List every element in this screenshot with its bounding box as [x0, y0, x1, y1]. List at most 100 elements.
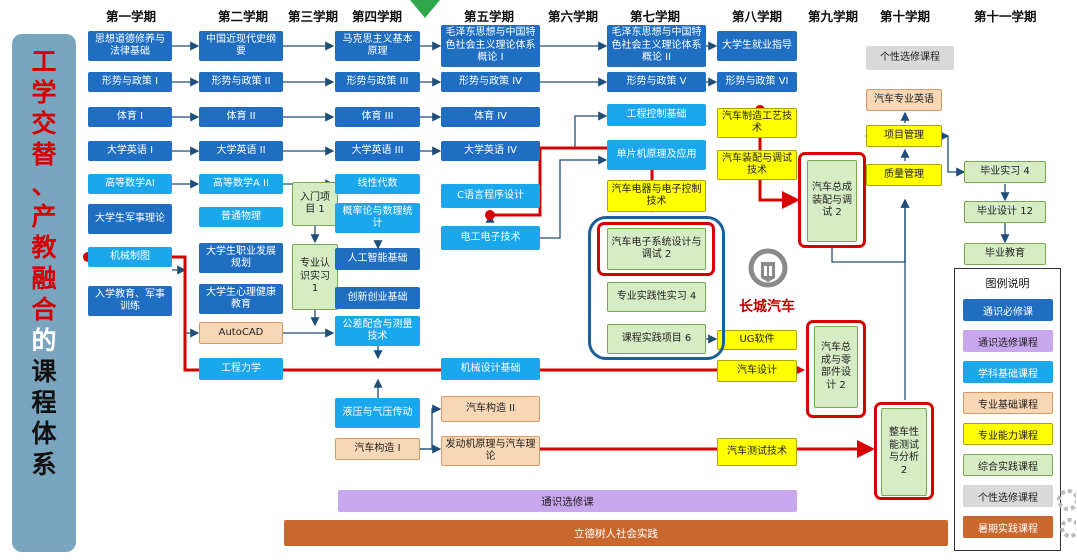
course-box[interactable]: 公差配合与测量技术	[335, 316, 420, 346]
semester-header: 第九学期	[808, 9, 859, 24]
course-box[interactable]: 体育 I	[88, 107, 172, 127]
course-box[interactable]: 入门项目 1	[292, 182, 338, 226]
course-box[interactable]: 普通物理	[199, 207, 283, 227]
course-box[interactable]: 思想道德修养与法律基础	[88, 31, 172, 61]
course-box[interactable]: 整车性能测试与分析 2	[881, 408, 927, 496]
course-box[interactable]: C语言程序设计	[441, 184, 540, 208]
course-box[interactable]: 毛泽东思想与中国特色社会主义理论体系概论 I	[441, 25, 540, 67]
legend-item: 个性选修课程	[963, 485, 1053, 507]
course-box[interactable]: 电工电子技术	[441, 226, 540, 250]
course-box[interactable]: 形势与政策 VI	[717, 72, 797, 92]
curriculum-title-panel: 工 学 交 替 、 产 教 融 合 的 课 程 体 系	[12, 34, 76, 552]
title-char: 程	[31, 388, 57, 417]
current-semester-marker-icon	[410, 0, 440, 18]
curriculum-title: 工 学 交 替 、 产 教 融 合 的 课 程 体 系	[12, 46, 76, 480]
partner-bubble	[588, 216, 725, 360]
course-box[interactable]: 形势与政策 III	[335, 72, 420, 92]
course-box[interactable]: 毛泽东思想与中国特色社会主义理论体系概论 II	[607, 25, 706, 67]
semester-header: 第七学期	[630, 9, 681, 24]
title-char: 学	[31, 78, 57, 107]
title-char: 替	[31, 140, 57, 169]
semester-header: 第十学期	[880, 9, 931, 24]
course-box[interactable]: 机械设计基础	[441, 358, 540, 380]
course-box[interactable]: 质量管理	[866, 164, 942, 186]
course-box[interactable]: 液压与气压传动	[335, 398, 420, 428]
course-box[interactable]: 工程控制基础	[607, 104, 706, 126]
semester-header: 第六学期	[548, 9, 599, 24]
course-box[interactable]: 专业实践性实习 4	[607, 282, 706, 312]
course-box[interactable]: 创新创业基础	[335, 287, 420, 309]
course-box[interactable]: 汽车装配与调试技术	[717, 150, 797, 180]
course-box[interactable]: 发动机原理与汽车理论	[441, 436, 540, 466]
semester-header: 第八学期	[732, 9, 783, 24]
course-box[interactable]: AutoCAD	[199, 322, 283, 344]
title-char: 、	[31, 171, 57, 200]
semester-header: 第二学期	[218, 9, 269, 24]
course-box[interactable]: 形势与政策 I	[88, 72, 172, 92]
course-box[interactable]: 线性代数	[335, 174, 420, 194]
course-box[interactable]: 大学生职业发展规划	[199, 243, 283, 273]
title-char: 合	[31, 295, 57, 324]
legend-item: 专业基础课程	[963, 392, 1053, 414]
partner-logo-text: 长城汽车	[739, 299, 795, 315]
course-box[interactable]: 汽车总成与零部件设计 2	[814, 326, 858, 408]
course-box[interactable]: 大学英语 I	[88, 141, 172, 161]
course-box[interactable]: 人工智能基础	[335, 248, 420, 270]
course-box[interactable]: 高等数学AI	[88, 174, 172, 194]
legend-item: 综合实践课程	[963, 454, 1053, 476]
course-box[interactable]: 汽车制造工艺技术	[717, 108, 797, 138]
legend-item: 通识必修课	[963, 299, 1053, 321]
course-box[interactable]: 中国近现代史纲要	[199, 31, 283, 61]
title-char: 教	[31, 233, 57, 262]
semester-header: 第十一学期	[974, 9, 1037, 24]
course-box[interactable]: 工程力学	[199, 358, 283, 380]
course-box[interactable]: 大学英语 III	[335, 141, 420, 161]
course-box[interactable]: 汽车构造 I	[335, 438, 420, 460]
course-box[interactable]: 体育 II	[199, 107, 283, 127]
course-box[interactable]: 专业认识实习 1	[292, 244, 338, 310]
title-char: 体	[31, 419, 57, 448]
course-box[interactable]: 汽车专业英语	[866, 89, 942, 111]
course-box[interactable]: 概率论与数理统计	[335, 203, 420, 233]
legend: 图例说明 通识必修课 通识选修课程 学科基础课程 专业基础课程 专业能力课程 综…	[954, 268, 1061, 551]
course-box[interactable]: 课程实践项目 6	[607, 324, 706, 354]
semester-header: 第四学期	[352, 9, 403, 24]
course-box[interactable]: 马克思主义基本原理	[335, 31, 420, 61]
course-box[interactable]: 大学生心理健康教育	[199, 284, 283, 314]
general-elective-bar[interactable]: 通识选修课	[338, 490, 797, 512]
course-box[interactable]: 汽车测试技术	[717, 438, 797, 466]
course-box[interactable]: 汽车构造 II	[441, 396, 540, 422]
course-box[interactable]: 大学生就业指导	[717, 31, 797, 61]
course-box[interactable]: 体育 IV	[441, 107, 540, 127]
course-box[interactable]: 大学英语 IV	[441, 141, 540, 161]
course-box[interactable]: 毕业教育	[964, 243, 1046, 265]
course-box[interactable]: 汽车电器与电子控制技术	[607, 180, 706, 212]
course-box[interactable]: 项目管理	[866, 125, 942, 147]
title-char: 系	[31, 450, 57, 479]
course-box[interactable]: 大学生军事理论	[88, 204, 172, 234]
course-box[interactable]: 大学英语 II	[199, 141, 283, 161]
legend-item: 暑期实践课程	[963, 516, 1053, 538]
legend-item: 通识选修课程	[963, 330, 1053, 352]
course-box[interactable]: 高等数学A II	[199, 174, 283, 194]
highlight-frame	[597, 222, 715, 276]
course-box[interactable]: 机械制图	[88, 247, 172, 267]
course-box[interactable]: 体育 III	[335, 107, 420, 127]
course-box[interactable]: 汽车电子系统设计与调试 2	[607, 228, 706, 270]
course-box[interactable]: 单片机原理及应用	[607, 140, 706, 170]
semester-header: 第三学期	[288, 9, 339, 24]
course-box[interactable]: 汽车总成装配与调试 2	[807, 160, 857, 242]
semester-header: 第五学期	[464, 9, 515, 24]
legend-item: 学科基础课程	[963, 361, 1053, 383]
course-box[interactable]: UG软件	[717, 330, 797, 350]
great-wall-logo-icon	[748, 248, 788, 288]
course-box[interactable]: 毕业设计 12	[964, 201, 1046, 223]
course-box[interactable]: 形势与政策 II	[199, 72, 283, 92]
social-practice-bar[interactable]: 立德树人社会实践	[284, 520, 948, 546]
course-box[interactable]: 毕业实习 4	[964, 161, 1046, 183]
course-box[interactable]: 入学教育、军事训练	[88, 286, 172, 316]
course-box[interactable]: 汽车设计	[717, 360, 797, 382]
course-box[interactable]: 形势与政策 IV	[441, 72, 540, 92]
course-box[interactable]: 形势与政策 V	[607, 72, 706, 92]
course-box[interactable]: 个性选修课程	[866, 46, 954, 70]
